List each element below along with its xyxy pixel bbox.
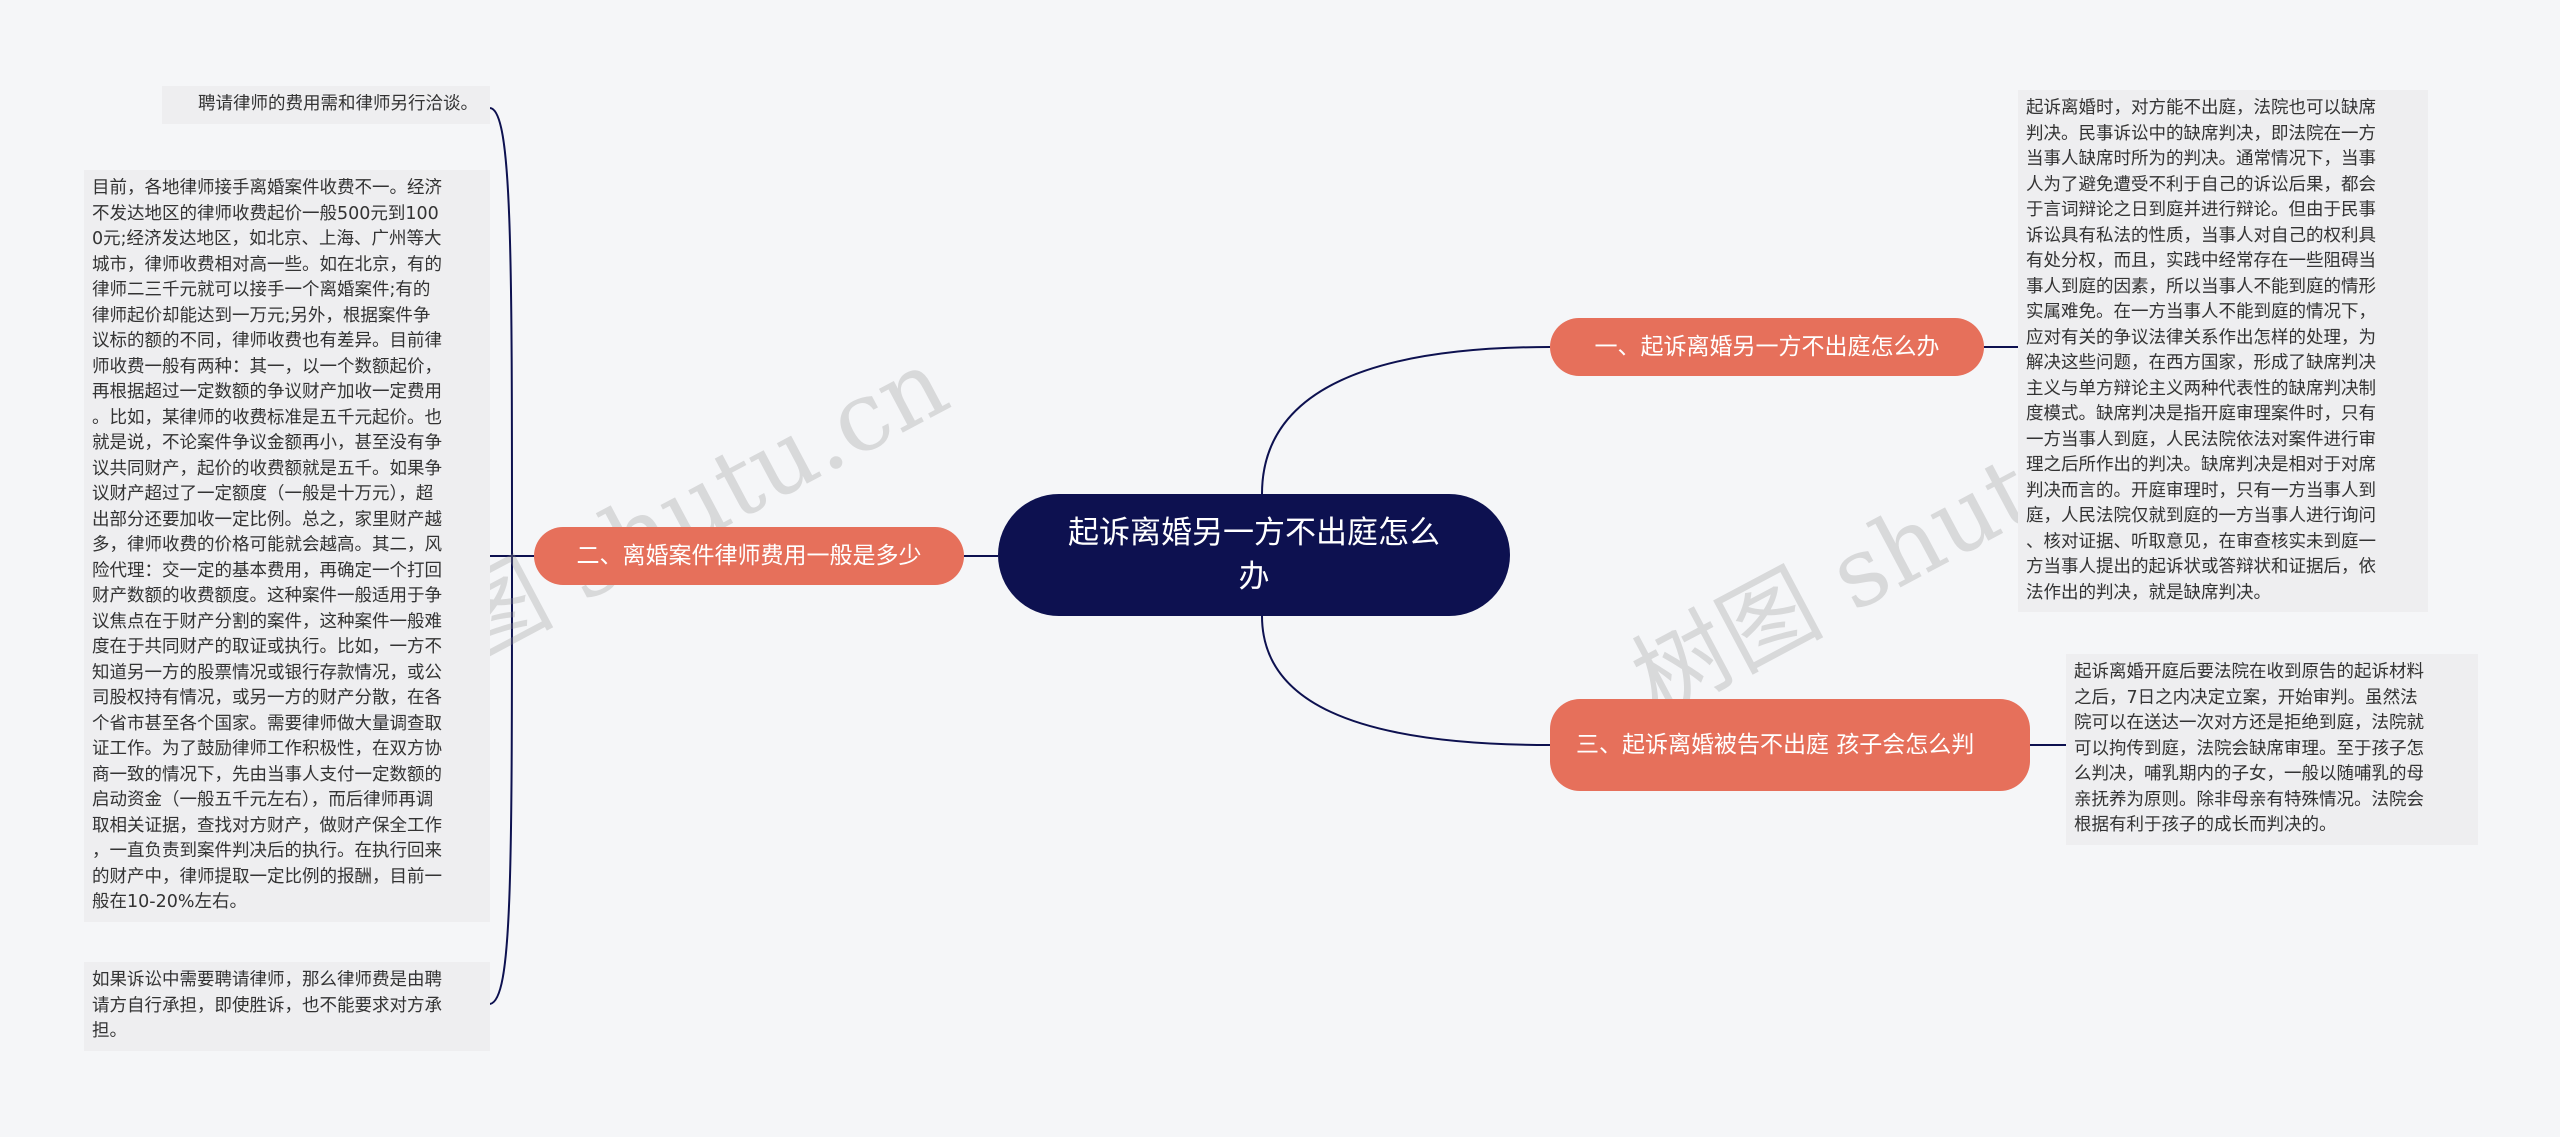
branch-topic-1[interactable]: 一、起诉离婚另一方不出庭怎么办 (1550, 318, 1984, 376)
note-line: 方当事人提出的起诉状或答辩状和证据后，依 (2026, 557, 2376, 577)
note-line: 担。 (92, 1021, 127, 1041)
note-line: 之后，7日之内决定立案，开始审判。虽然法 (2074, 687, 2418, 708)
note-line: 议财产超过了一定额度（一般是十万元），超 (92, 484, 434, 504)
note-line: 解决这些问题，在西方国家，形成了缺席判决 (2026, 353, 2376, 373)
branch-topic-2-label: 二、离婚案件律师费用一般是多少 (576, 542, 922, 569)
note-line: 诉讼具有私法的性质，当事人对自己的权利具 (2026, 225, 2376, 246)
note-line: 实属难免。在一方当事人不能到庭的情况下， (2026, 302, 2376, 322)
note-line: 师收费一般有两种：其一，以一个数额起价， (92, 356, 442, 377)
note-line: 一方当事人到庭，人民法院依法对案件进行审 (2026, 429, 2376, 450)
note-lawyer-fee-bearer[interactable]: 如果诉讼中需要聘请律师，那么律师费是由聘请方自行承担，即使胜诉，也不能要求对方承… (84, 962, 490, 1051)
root-topic-label: 起诉离婚另一方不出庭怎么办 (1068, 515, 1440, 595)
note-line: 般在10-20%左右。 (92, 892, 247, 912)
note-line: 判决。民事诉讼中的缺席判决，即法院在一方 (2026, 123, 2376, 144)
note-line: 主义与单方辩论主义两种代表性的缺席判决制 (2026, 378, 2376, 399)
note-line: 判决而言的。开庭审理时，只有一方当事人到 (2026, 480, 2376, 501)
note-line: 可以拘传到庭，法院会缺席审理。至于孩子怎 (2074, 738, 2424, 759)
note-line: 院可以在送达一次对方还是拒绝到庭，法院就 (2074, 713, 2424, 733)
note-line: 起诉离婚开庭后要法院在收到原告的起诉材料 (2074, 662, 2424, 682)
note-lawyer-fee-details[interactable]: 目前，各地律师接手离婚案件收费不一。经济不发达地区的律师收费起价一般500元到1… (84, 170, 490, 922)
root-topic[interactable]: 起诉离婚另一方不出庭怎么办 (998, 494, 1510, 616)
note-line: 如果诉讼中需要聘请律师，那么律师费是由聘 (92, 970, 442, 990)
note-line: 的财产中，律师提取一定比例的报酬，目前一 (92, 866, 442, 887)
note-line: 不发达地区的律师收费起价一般500元到100 (92, 203, 439, 224)
note-line: 律师二三千元就可以接手一个离婚案件;有的 (92, 280, 431, 300)
link-branch-2-note-1 (489, 107, 513, 557)
note-line: 启动资金（一般五千元左右），而后律师再调 (92, 790, 434, 810)
note-line: 取相关证据，查找对方财产，做财产保全工作 (92, 815, 442, 836)
note-line: 度模式。缺席判决是指开庭审理案件时，只有 (2026, 404, 2376, 424)
note-line: 议共同财产，起价的收费额就是五千。如果争 (92, 458, 442, 479)
link-root-branch-1 (1261, 346, 1551, 495)
note-line: 。比如，某律师的收费标准是五千元起价。也 (92, 407, 442, 428)
note-line: 0元;经济发达地区，如北京、上海、广州等大 (92, 229, 442, 249)
note-line: 多，律师收费的价格可能就会越高。其二，风 (92, 535, 442, 555)
note-line: 么判决，哺乳期内的子女，一般以随哺乳的母 (2074, 764, 2424, 784)
note-line: 度在于共同财产的取证或执行。比如，一方不 (92, 637, 442, 657)
note-line: 证工作。为了鼓励律师工作积极性，在双方协 (92, 739, 442, 759)
note-line: 法作出的判决，就是缺席判决。 (2026, 582, 2271, 603)
note-line: 出部分还要加收一定比例。总之，家里财产越 (92, 509, 442, 530)
note-line: 议标的额的不同，律师收费也有差异。目前律 (92, 331, 442, 351)
note-line: 于言词辩论之日到庭并进行辩论。但由于民事 (2026, 200, 2376, 220)
note-line: 起诉离婚时，对方能不出庭，法院也可以缺席 (2026, 98, 2376, 118)
note-line: 亲抚养为原则。除非母亲有特殊情况。法院会 (2074, 789, 2424, 810)
note-line: 就是说，不论案件争议金额再小，甚至没有争 (92, 433, 442, 453)
note-line: 应对有关的争议法律关系作出怎样的处理，为 (2026, 327, 2376, 348)
note-line: 聘请律师的费用需和律师另行洽谈。 (198, 94, 478, 114)
note-line: 请方自行承担，即使胜诉，也不能要求对方承 (92, 995, 442, 1016)
note-line: 再根据超过一定数额的争议财产加收一定费用 (92, 382, 442, 402)
note-line: 、核对证据、听取意见，在审查核实未到庭一 (2026, 531, 2376, 552)
link-root-branch-3 (1261, 615, 1551, 746)
note-line: 事人到庭的因素，所以当事人不能到庭的情形 (2026, 276, 2376, 297)
note-line: 个省市甚至各个国家。需要律师做大量调查取 (92, 713, 442, 734)
note-line: 律师起价却能达到一万元;另外，根据案件争 (92, 305, 431, 326)
note-line: 财产数额的收费额度。这种案件一般适用于争 (92, 586, 442, 606)
note-line: 人为了避免遭受不利于自己的诉讼后果，都会 (2026, 174, 2376, 195)
link-branch-2-note-3 (489, 555, 513, 1005)
note-line: 庭，人民法院仅就到庭的一方当事人进行询问 (2026, 506, 2376, 526)
note-line: 议焦点在于财产分割的案件，这种案件一般难 (92, 611, 442, 632)
branch-topic-2[interactable]: 二、离婚案件律师费用一般是多少 (534, 527, 964, 585)
note-line: 商一致的情况下，先由当事人支付一定数额的 (92, 764, 442, 785)
note-lawyer-fee-negotiation[interactable]: 聘请律师的费用需和律师另行洽谈。 (162, 86, 490, 124)
branch-topic-3[interactable]: 三、起诉离婚被告不出庭 孩子会怎么判 (1550, 699, 2030, 791)
note-line: 目前，各地律师接手离婚案件收费不一。经济 (92, 178, 442, 198)
note-child-custody[interactable]: 起诉离婚开庭后要法院在收到原告的起诉材料之后，7日之内决定立案，开始审判。虽然法… (2066, 654, 2478, 845)
branch-topic-1-label: 一、起诉离婚另一方不出庭怎么办 (1594, 333, 1940, 360)
note-line: 理之后所作出的判决。缺席判决是相对于对席 (2026, 455, 2376, 475)
note-line: 知道另一方的股票情况或银行存款情况，或公 (92, 662, 442, 683)
note-line: 当事人缺席时所为的判决。通常情况下，当事 (2026, 149, 2376, 169)
note-line: 司股权持有情况，或另一方的财产分散，在各 (92, 688, 442, 708)
note-default-judgment[interactable]: 起诉离婚时，对方能不出庭，法院也可以缺席判决。民事诉讼中的缺席判决，即法院在一方… (2018, 90, 2428, 612)
note-line: ，一直负责到案件判决后的执行。在执行回来 (92, 841, 442, 861)
branch-topic-3-label: 三、起诉离婚被告不出庭 孩子会怎么判 (1576, 731, 1975, 758)
note-line: 有处分权，而且，实践中经常存在一些阻碍当 (2026, 251, 2376, 271)
note-line: 城市，律师收费相对高一些。如在北京，有的 (92, 254, 442, 275)
note-line: 险代理：交一定的基本费用，再确定一个打回 (92, 560, 442, 581)
note-line: 根据有利于孩子的成长而判决的。 (2074, 815, 2337, 835)
